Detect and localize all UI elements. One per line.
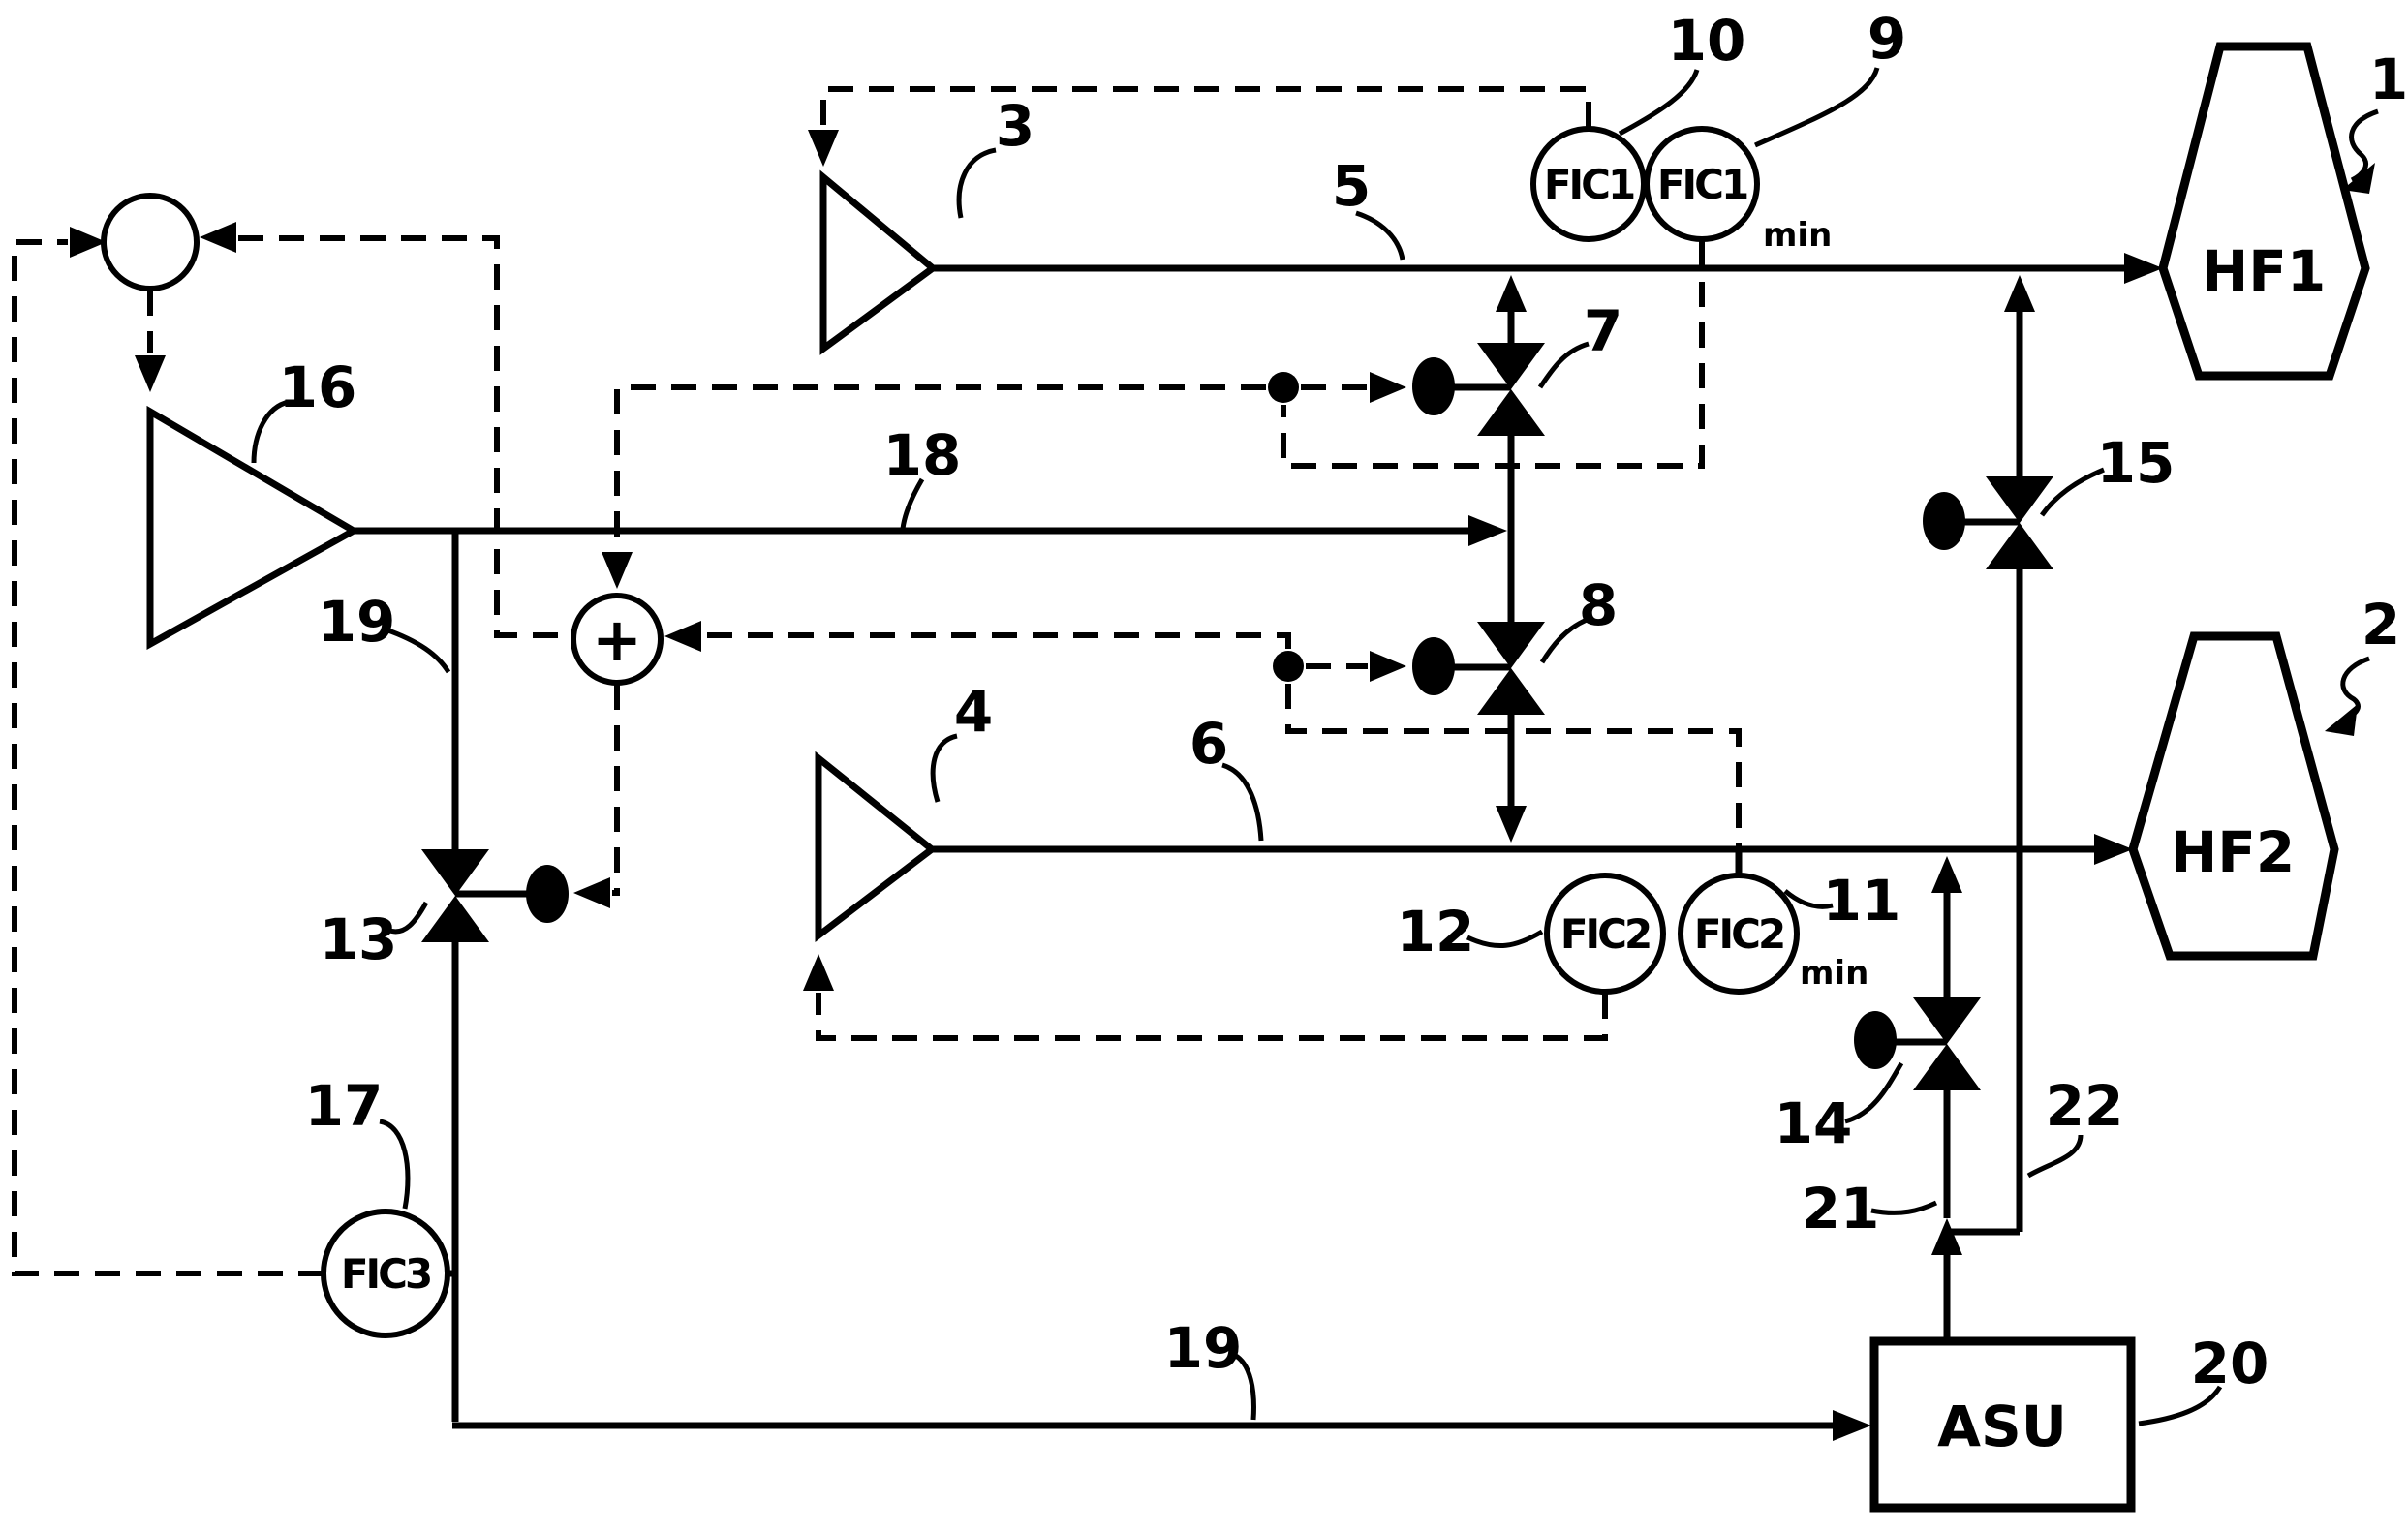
ref-2: 2 <box>2362 592 2400 658</box>
ref-15: 15 <box>2097 430 2176 496</box>
compressor-3-triangle <box>823 177 933 349</box>
signal-fic3-to-comparator <box>15 242 324 1273</box>
fic1min-sub-label: min <box>1763 216 1832 255</box>
arrow-into-comparator-right <box>200 222 236 253</box>
ref-19-lower: 19 <box>1164 1315 1243 1381</box>
arrow-line21-up <box>1931 1218 1962 1255</box>
ref-18: 18 <box>883 422 962 488</box>
arrow-crossover-up-line5 <box>1496 275 1527 312</box>
ref-19-upper: 19 <box>318 589 396 655</box>
arrow-line18-into-crossover <box>1468 515 1507 546</box>
leader-ref22 <box>2028 1135 2081 1176</box>
leader-ref7 <box>1540 344 1589 387</box>
ref-12: 12 <box>1397 899 1475 965</box>
leader-ref1 <box>2352 111 2378 180</box>
ref-7: 7 <box>1584 298 1622 364</box>
valve13-actuator <box>526 865 569 923</box>
arrow-line22-into-line5 <box>2004 275 2035 312</box>
leader-ref17 <box>380 1121 408 1209</box>
compressor-4-triangle <box>818 758 932 935</box>
arrow-line6-into-hf2 <box>2094 834 2133 865</box>
leader-ref10 <box>1620 70 1697 134</box>
arrow-line5-into-hf1 <box>2124 253 2163 284</box>
leader-ref12 <box>1467 932 1542 946</box>
comparator-circle <box>104 196 197 289</box>
ref-13: 13 <box>320 906 398 972</box>
arrow-into-valve7-actuator <box>1370 372 1406 403</box>
arrow-into-compressor4 <box>803 954 834 991</box>
arrow-into-compressor3 <box>808 130 839 167</box>
ref-11: 11 <box>1823 868 1901 934</box>
fic2-label: FIC2 <box>1560 910 1650 958</box>
hf2-hexagon <box>2133 636 2334 956</box>
valve15-actuator <box>1923 492 1965 550</box>
hf2-label: HF2 <box>2171 819 2296 885</box>
ref-10: 10 <box>1668 8 1746 74</box>
arrow-line21-into-line6 <box>1931 856 1962 893</box>
leader-ref4 <box>933 736 957 802</box>
ref-20: 20 <box>2191 1331 2269 1396</box>
arrow-into-valve8-actuator <box>1370 651 1406 682</box>
ref-14: 14 <box>1775 1090 1853 1156</box>
ref-3: 3 <box>996 93 1034 159</box>
fic1min-label: FIC1 <box>1657 161 1747 208</box>
ref-1: 1 <box>2369 46 2408 112</box>
ref-6: 6 <box>1189 711 1228 777</box>
arrow-into-compressor16 <box>135 355 166 392</box>
arrow-line19-into-asu <box>1833 1410 1871 1441</box>
signal-branch-dot-7 <box>1268 372 1299 403</box>
signal-branch-dot-8 <box>1273 651 1304 682</box>
signal-sum-to-comparator <box>238 238 571 635</box>
ref-22: 22 <box>2046 1073 2124 1139</box>
leader-ref9 <box>1755 68 1877 145</box>
signal-dot8-to-sum <box>703 635 1288 649</box>
ref-8: 8 <box>1579 572 1618 638</box>
valve14-actuator <box>1854 1011 1897 1069</box>
leader-ref1-arrow <box>2342 163 2375 194</box>
fic1-label: FIC1 <box>1544 161 1634 208</box>
ref-4: 4 <box>954 679 993 745</box>
fic3-label: FIC3 <box>341 1250 430 1298</box>
leader-ref14 <box>1845 1063 1901 1121</box>
signal-sum-to-valve13 <box>612 685 617 893</box>
leader-ref21 <box>1871 1203 1936 1212</box>
ref-21: 21 <box>1802 1176 1880 1242</box>
fic2min-label: FIC2 <box>1694 910 1783 958</box>
hf1-hexagon <box>2163 46 2365 376</box>
arrow-into-sum-top <box>602 552 633 589</box>
signal-fic2-to-compressor4 <box>818 993 1605 1038</box>
asu-label: ASU <box>1937 1394 2067 1459</box>
arrow-into-valve13-actuator <box>573 877 610 908</box>
leader-ref3 <box>959 150 996 218</box>
summing-plus-sign: + <box>592 604 642 675</box>
arrow-crossover-down-line6 <box>1496 806 1527 843</box>
fic2min-sub-label: min <box>1800 954 1868 993</box>
signal-fic1-to-compressor3 <box>823 89 1589 128</box>
leader-ref5 <box>1356 213 1403 260</box>
ref-17: 17 <box>305 1073 384 1139</box>
valve7-actuator <box>1412 357 1455 415</box>
ref-9: 9 <box>1868 6 1906 72</box>
hf1-label: HF1 <box>2202 238 2327 304</box>
ref-5: 5 <box>1332 153 1371 219</box>
leader-ref2-arrow <box>2325 704 2358 736</box>
ref-16: 16 <box>279 354 357 420</box>
arrow-into-sum-right <box>664 621 701 652</box>
valve8-actuator <box>1412 637 1455 695</box>
